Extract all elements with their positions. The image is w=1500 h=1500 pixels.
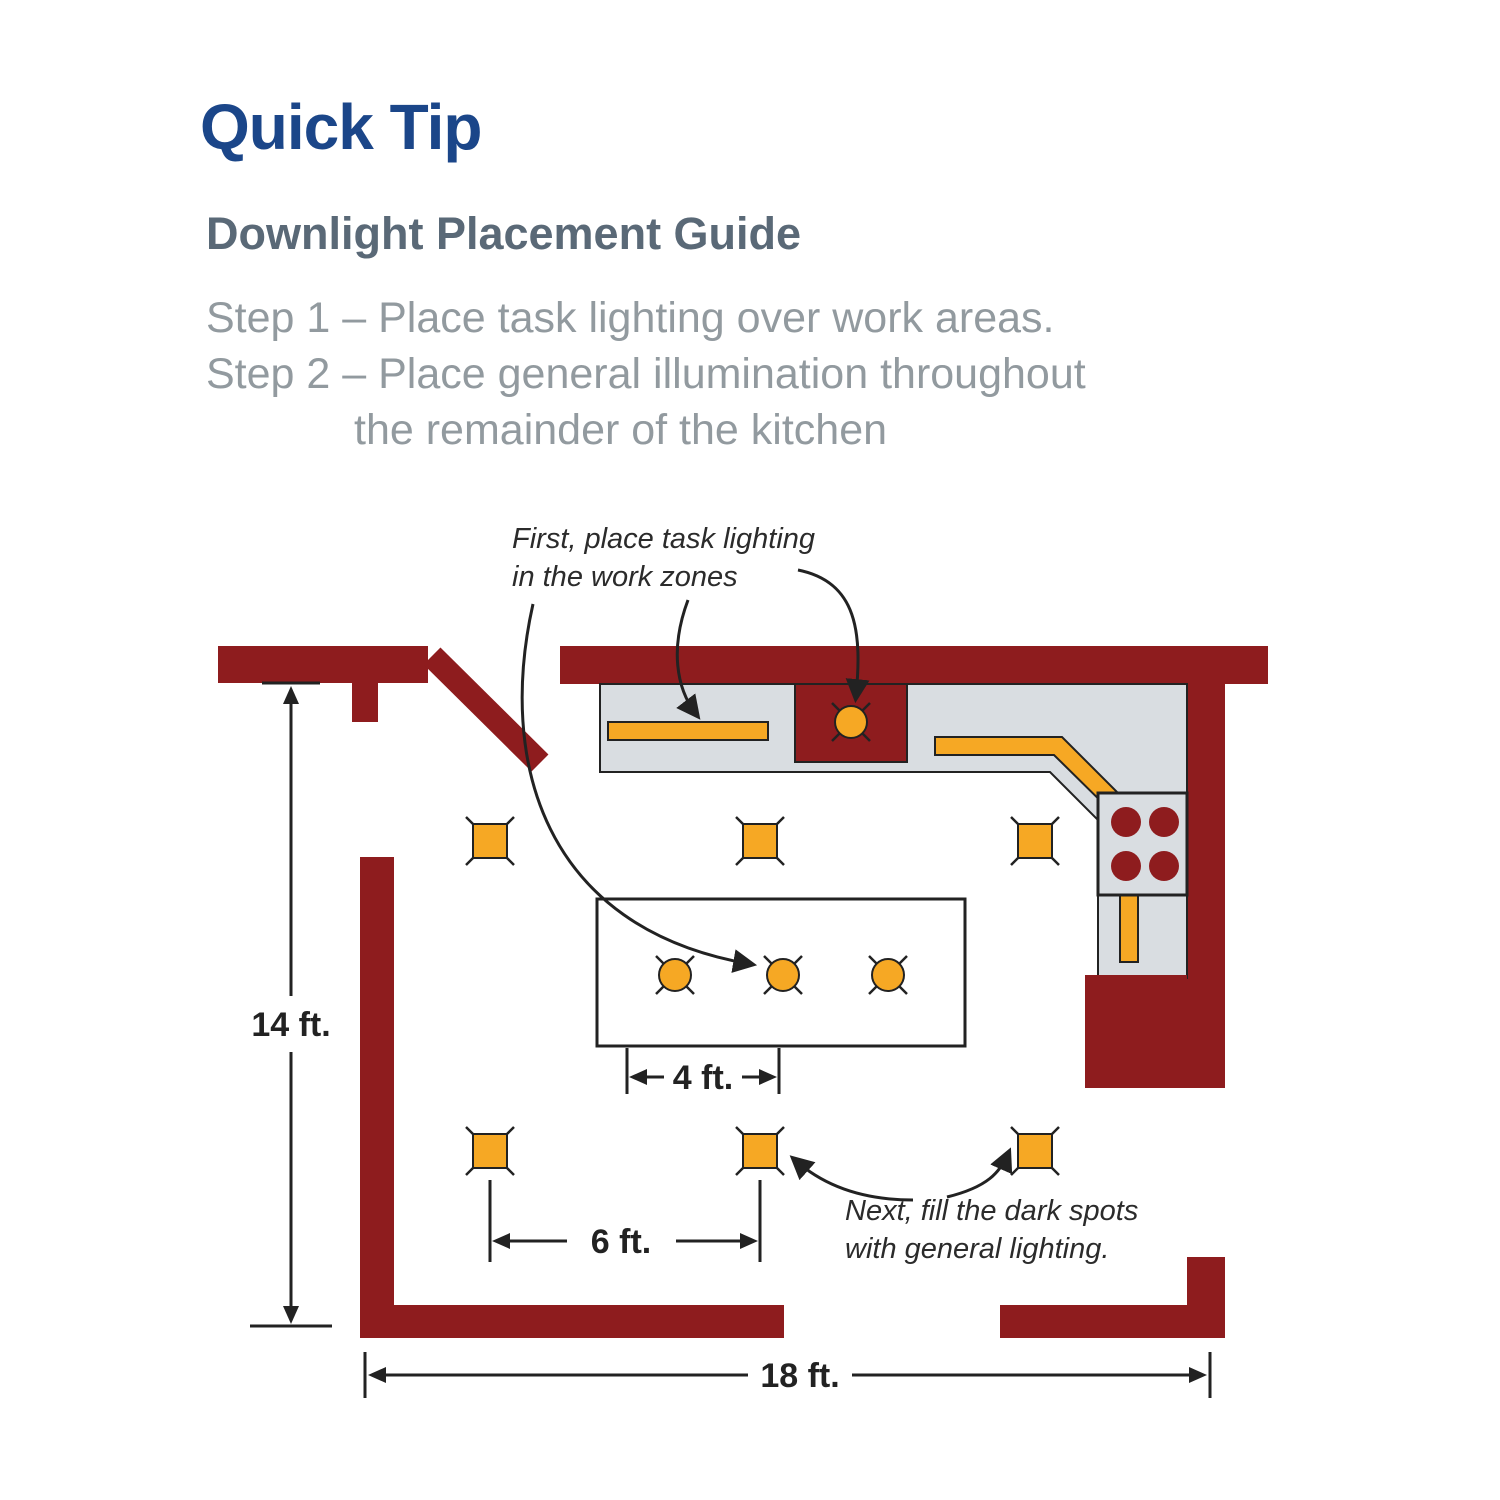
steps: Step 1 – Place task lighting over work a… <box>206 290 1086 458</box>
island <box>595 897 967 1048</box>
burner-icon <box>1149 851 1179 881</box>
task-note-line-2: in the work zones <box>512 561 738 593</box>
island-task-light-icon <box>658 958 692 992</box>
general-note-line-2: with general lighting. <box>845 1233 1109 1265</box>
arrow-to-sink-light <box>797 568 870 704</box>
room-width-label: 18 ft. <box>760 1357 839 1395</box>
wall-bottom-right <box>1000 1305 1187 1338</box>
wall-top-left <box>218 646 428 683</box>
burner-icon <box>1111 851 1141 881</box>
downlight-icon <box>1010 816 1060 866</box>
general-downlights <box>465 816 1060 1176</box>
step-1: Step 1 – Place task lighting over work a… <box>206 294 1055 342</box>
island-downlight <box>655 955 695 995</box>
countertop <box>599 683 1188 979</box>
island-downlight <box>868 955 908 995</box>
island-task-light-icon <box>871 958 905 992</box>
arrow-to-middle-downlight <box>789 1155 914 1202</box>
wall-left <box>360 857 394 1338</box>
wall-bottom-right-stub <box>1187 1257 1225 1338</box>
arrow-to-strip <box>675 599 701 720</box>
wall-bottom-left <box>360 1305 784 1338</box>
wall-right <box>1187 646 1225 1088</box>
dimension-downlight-spacing: 6 ft. <box>488 1180 762 1262</box>
downlight-icon <box>735 1126 785 1176</box>
arrow-to-right-downlight <box>946 1147 1013 1199</box>
island-downlight <box>763 955 803 995</box>
island-task-light-icon <box>766 958 800 992</box>
dimension-room-height: 14 ft. <box>250 681 332 1328</box>
downlight-icon <box>465 816 515 866</box>
door-leaf <box>423 647 549 772</box>
refrigerator <box>1085 975 1187 1088</box>
stove <box>1096 791 1189 897</box>
kitchen-walls <box>218 646 1268 1338</box>
arrow-to-island-lights <box>520 603 758 973</box>
downlight-icon <box>465 1126 515 1176</box>
page-title: Quick Tip <box>200 91 482 163</box>
task-note-line-1: First, place task lighting <box>512 523 815 555</box>
dimension-island-width: 4 ft. <box>625 1048 781 1097</box>
wall-top <box>560 646 1268 684</box>
downlight-icon <box>735 816 785 866</box>
burner-icon <box>1149 807 1179 837</box>
room-height-label: 14 ft. <box>251 1006 330 1044</box>
stove-body <box>1096 791 1189 897</box>
dimension-room-width: 18 ft. <box>363 1352 1212 1398</box>
burner-icon <box>1111 807 1141 837</box>
downlight-icon <box>1010 1126 1060 1176</box>
downlight-spacing-label: 6 ft. <box>591 1223 651 1261</box>
step-2-line-2: the remainder of the kitchen <box>354 406 888 454</box>
task-light-strips <box>607 721 1139 963</box>
island-width-label: 4 ft. <box>673 1059 733 1097</box>
task-strip-left <box>607 721 769 741</box>
general-lighting-annotation: Next, fill the dark spots with general l… <box>789 1147 1138 1265</box>
sink-task-light-icon <box>834 705 868 739</box>
step-2-line-1: Step 2 – Place general illumination thro… <box>206 350 1086 398</box>
task-strip-right <box>934 736 1139 963</box>
task-lighting-annotation: First, place task lighting in the work z… <box>512 523 870 973</box>
page-subtitle: Downlight Placement Guide <box>206 208 802 259</box>
sink <box>794 683 908 763</box>
wall-stub <box>352 680 378 722</box>
